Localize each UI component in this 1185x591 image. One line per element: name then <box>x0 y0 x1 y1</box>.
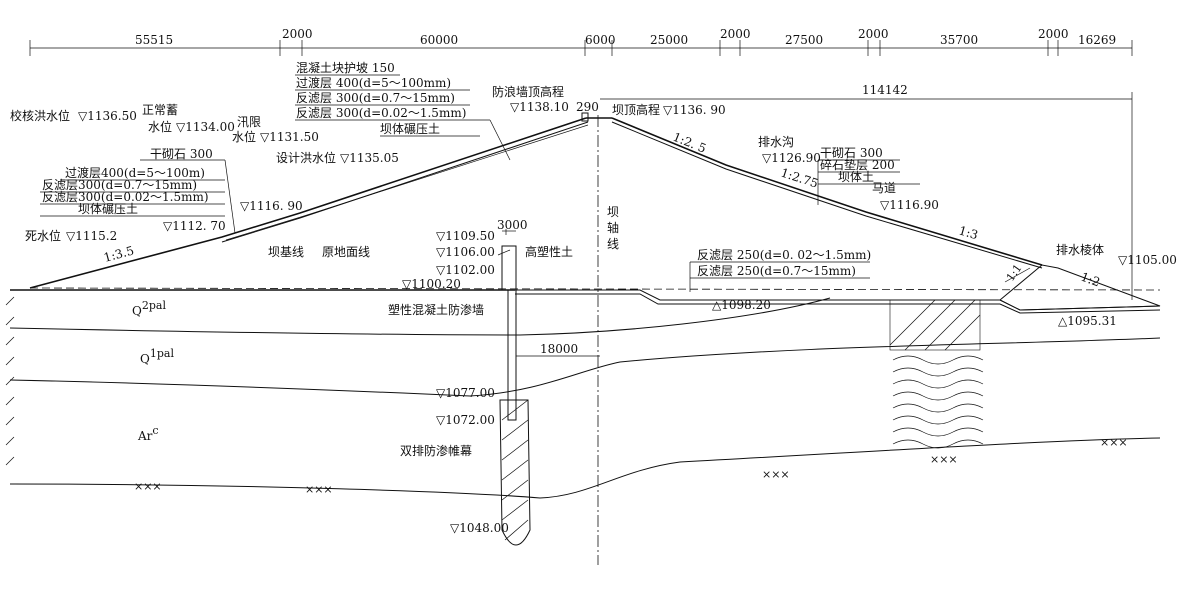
down-slope-4: 1:1 <box>1004 262 1025 284</box>
flood-limit-1: 汛限 <box>237 115 261 129</box>
filter-2-label: 反滤层 250(d=0.7～15mm) <box>697 264 856 278</box>
left-hatch <box>5 296 15 466</box>
curtain-label: 双排防渗帷幕 <box>400 443 472 458</box>
low-layer-1: 干砌石 300 <box>150 147 213 161</box>
core-v4: ▽1077.00 <box>436 386 495 400</box>
base-line-label: 坝基线 <box>268 245 304 259</box>
dim-3: 60000 <box>420 33 458 47</box>
prism-value: ▽1105.00 <box>1118 253 1177 267</box>
right-dimension: 114142 <box>600 83 1133 300</box>
axis-char-1: 坝 <box>607 205 619 219</box>
axis-char-2: 轴 <box>607 220 619 235</box>
dim-10: 2000 <box>1038 27 1069 41</box>
fault-zone <box>889 299 984 449</box>
crest-elev-label: 坝顶高程 <box>612 102 660 117</box>
up-layer-2: 过渡层 400(d=5～100mm) <box>296 75 451 90</box>
down-layer-2: 碎石垫层 200 <box>820 157 895 172</box>
up-layer-1: 混凝土块护坡 150 <box>296 60 395 75</box>
strata-labels: Q2pal Q1pal Arc ××× ××× ××× ××× ××× <box>132 299 1128 496</box>
wall-top-value: ▽1138.10 <box>510 100 569 114</box>
wall-label: 塑性混凝土防渗墙 <box>388 302 484 317</box>
down-layer-3: 坝体土 <box>838 170 874 184</box>
down-slope-1: 1:2. 5 <box>671 130 708 156</box>
dead-level-label: 死水位 <box>25 228 61 243</box>
dim-1: 55515 <box>135 33 173 47</box>
core-width: 3000 <box>497 218 528 232</box>
core-top: ▽1109.50 <box>436 229 495 243</box>
dim-9: 35700 <box>940 33 978 47</box>
low-layer-5: 坝体碾压土 <box>78 202 138 216</box>
dim-8: 2000 <box>858 27 889 41</box>
berm-label: 马道 <box>872 181 896 195</box>
flood-limit-value: ▽1131.50 <box>260 130 319 144</box>
normal-value: ▽1134.00 <box>176 120 235 134</box>
design-flood-value: ▽1135.05 <box>340 151 399 165</box>
cross-3: ××× <box>762 468 790 481</box>
dim-4: 6000 <box>585 33 616 47</box>
design-flood-label: 设计洪水位 <box>276 150 336 165</box>
cross-1: ××× <box>134 480 162 493</box>
dim-5: 25000 <box>650 33 688 47</box>
drain-ditch-label: 排水沟 <box>758 135 794 149</box>
crest-elev-value: ▽1136. 90 <box>663 103 726 117</box>
core-bottom: ▽1048.00 <box>450 521 509 535</box>
strata-lines <box>9 297 1161 499</box>
flood-limit-2: 水位 <box>232 129 256 144</box>
core-v3: ▽1102.00 <box>436 263 495 277</box>
dim-2: 2000 <box>282 27 313 41</box>
ditch-value: ▽1126.90 <box>762 151 821 165</box>
prism-label: 排水棱体 <box>1056 242 1104 257</box>
normal-level-1: 正常蓄 <box>142 103 178 117</box>
ground-lines <box>10 287 1161 314</box>
cross-2: ××× <box>305 483 333 496</box>
toe-value-2: △1095.31 <box>1058 314 1117 328</box>
down-slope-3: 1:3 <box>957 223 979 242</box>
axis-char-3: 线 <box>607 237 619 251</box>
clay-label: 高塑性土 <box>525 244 573 259</box>
wall-width: 290 <box>576 100 599 114</box>
low-layer-3: 反滤层300(d=0.7～15mm) <box>42 178 197 192</box>
q1-label: Q1pal <box>140 347 174 366</box>
berm-value: ▽1116.90 <box>880 198 939 212</box>
core-v2: ▽1106.00 <box>436 245 495 259</box>
down-slope-2: 1:2.75 <box>779 166 820 191</box>
base-value: ▽1100.20 <box>402 277 461 291</box>
ground-line-label: 原地面线 <box>322 245 370 259</box>
check-flood-label: 校核洪水位 <box>10 108 70 123</box>
dim-6: 2000 <box>720 27 751 41</box>
normal-level-2: 水位 <box>148 119 172 134</box>
dim-7: 27500 <box>785 33 823 47</box>
low-layer-2: 过渡层400(d=5～100m) <box>65 165 205 180</box>
down-layer-1: 干砌石 300 <box>820 146 883 160</box>
down-slope-5: 1:2 <box>1079 270 1102 290</box>
dim-11: 16269 <box>1078 33 1116 47</box>
offset-dim: 18000 <box>540 342 578 356</box>
check-flood-value: ▽1136.50 <box>78 109 137 123</box>
dim-right: 114142 <box>862 83 908 97</box>
up-layer-3: 反滤层 300(d=0.7～15mm) <box>296 91 455 105</box>
leader-lines <box>40 74 920 320</box>
up-layer-4: 反滤层 300(d=0.02～1.5mm) <box>296 106 466 120</box>
cross-5: ××× <box>1100 436 1128 449</box>
core-v5: ▽1072.00 <box>436 413 495 427</box>
up-layer-5: 坝体碾压土 <box>380 122 440 136</box>
low-layer-4: 反滤层300(d=0.02～1.5mm) <box>42 190 209 204</box>
q2-label: Q2pal <box>132 299 166 318</box>
top-dimension-chain: 55515 2000 60000 6000 25000 2000 27500 2… <box>29 27 1133 56</box>
wall-top-label: 防浪墙顶高程 <box>492 84 564 99</box>
ar-label: Arc <box>137 424 159 443</box>
cutoff-wall <box>499 230 600 546</box>
toe-value-1: △1098.20 <box>712 298 771 312</box>
cross-4: ××× <box>930 453 958 466</box>
berm-2-value: ▽1112. 70 <box>163 219 226 233</box>
dead-level-value: ▽1115.2 <box>66 229 117 243</box>
dam-body <box>29 112 1161 311</box>
berm-1-value: ▽1116. 90 <box>240 199 303 213</box>
filter-1-label: 反滤层 250(d=0. 02～1.5mm) <box>697 248 871 262</box>
